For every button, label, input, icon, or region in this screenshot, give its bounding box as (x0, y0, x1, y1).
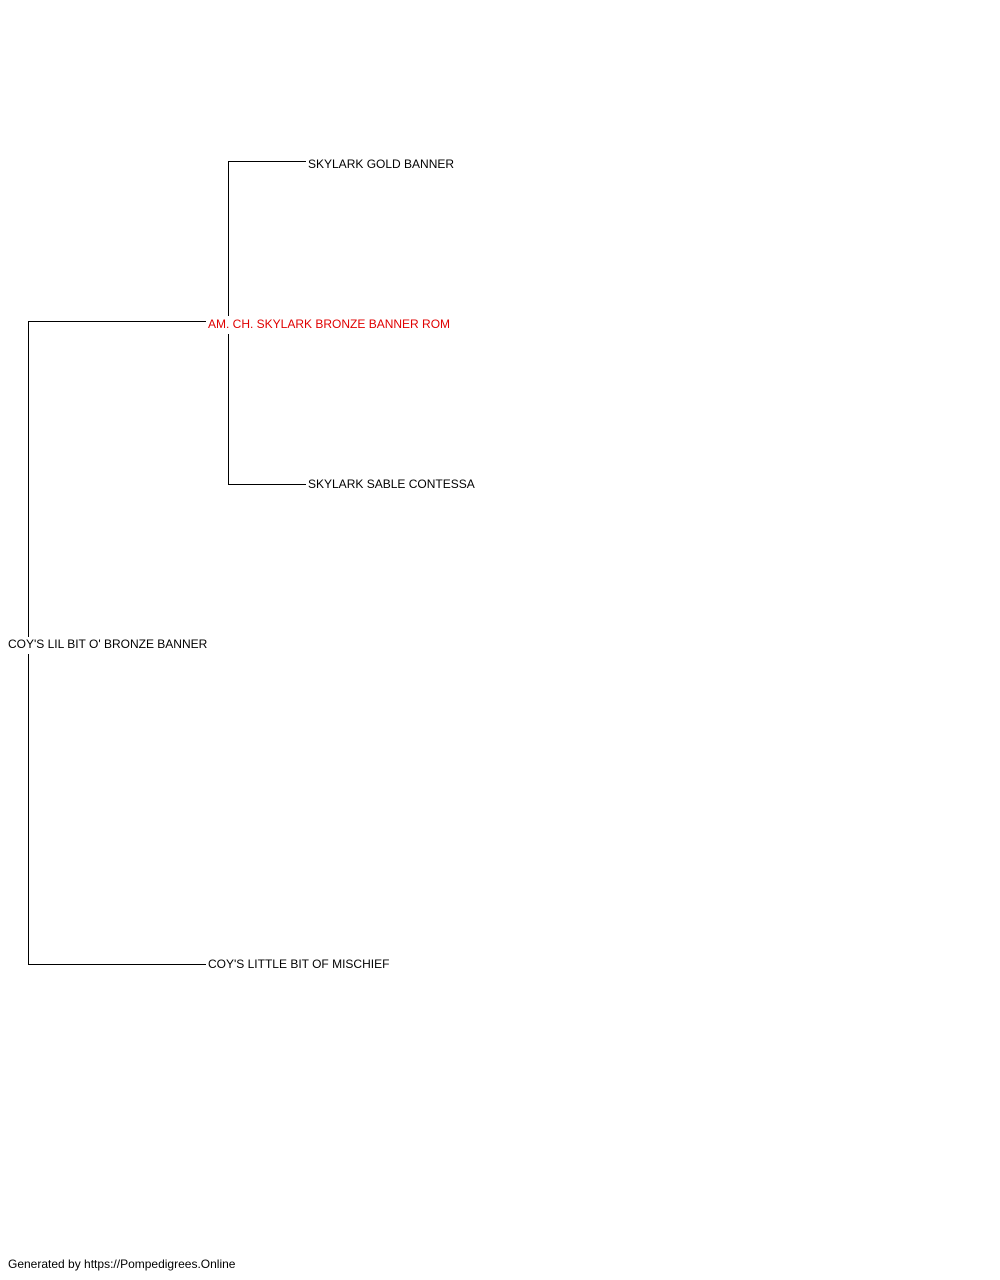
sire-sire-name: SKYLARK GOLD BANNER (308, 157, 455, 171)
generated-by-footer: Generated by https://Pompedigrees.Online (8, 1257, 236, 1271)
sire-dam-name: SKYLARK SABLE CONTESSA (308, 477, 475, 491)
sire-name: AM. CH. SKYLARK BRONZE BANNER ROM (208, 317, 451, 331)
dam-name: COY'S LITTLE BIT OF MISCHIEF (208, 957, 390, 971)
subject-name: COY'S LIL BIT O' BRONZE BANNER (8, 637, 208, 651)
